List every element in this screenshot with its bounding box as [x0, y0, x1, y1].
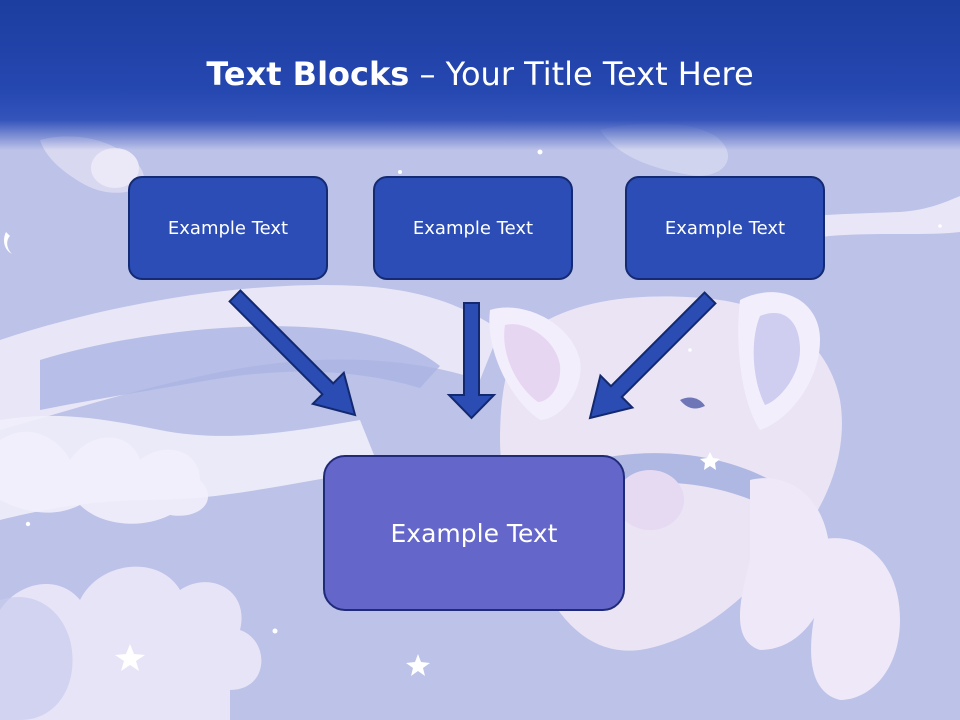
text-box-top-left: Example Text [128, 176, 328, 280]
title-dash: – [409, 55, 446, 93]
title-bold-part: Text Blocks [206, 55, 410, 93]
slide-title: Text Blocks – Your Title Text Here [0, 52, 960, 96]
text-box-bottom: Example Text [323, 455, 625, 611]
title-rest: Your Title Text Here [445, 55, 754, 93]
text-box-top-right: Example Text [625, 176, 825, 280]
header-band [0, 0, 960, 150]
text-box-top-center: Example Text [373, 176, 573, 280]
